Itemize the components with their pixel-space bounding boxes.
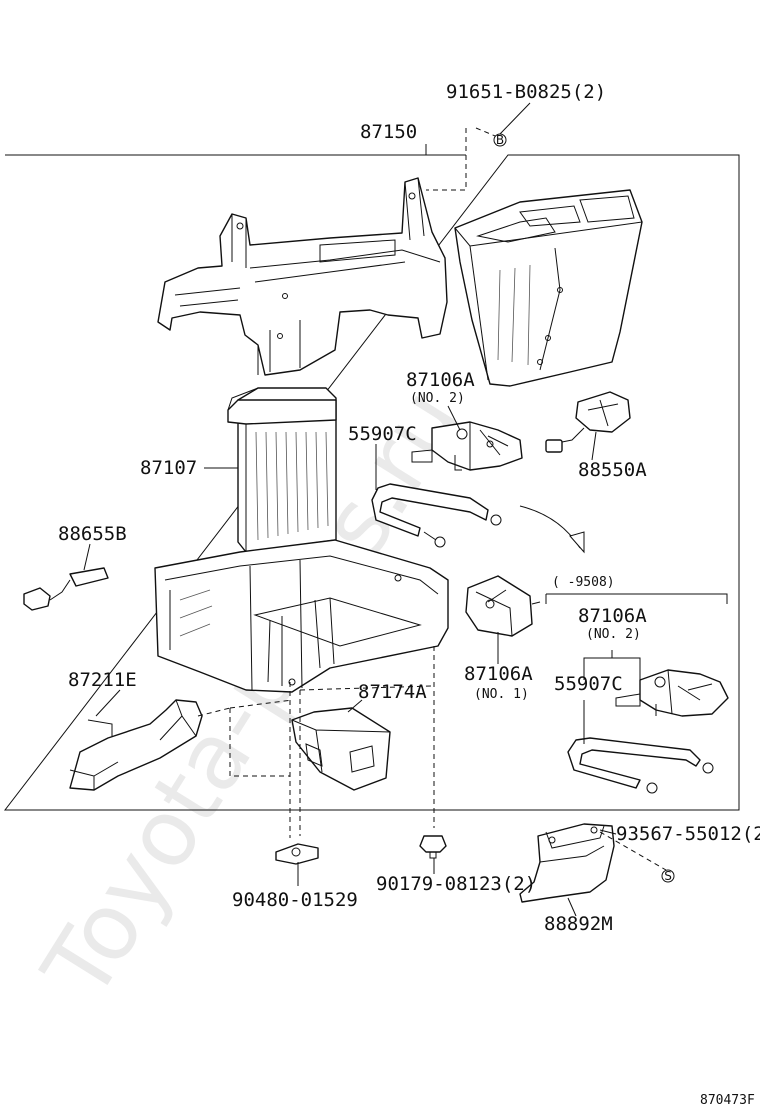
servo-motor-no2-top <box>411 421 523 471</box>
duct-87174a <box>291 707 391 791</box>
screw-90179 <box>419 835 447 859</box>
duct-87211e <box>69 699 231 791</box>
control-cable-variant <box>567 737 714 794</box>
screw-marker-s: S <box>664 869 672 883</box>
servo-motor-no1 <box>465 575 541 637</box>
label-87106a-top-sub: (NO. 2) <box>410 391 465 406</box>
label-87106a-no1: 87106A <box>464 663 533 685</box>
cover-88892m <box>519 823 615 903</box>
label-87106a-top: 87106A <box>406 369 475 391</box>
label-55907c-top: 55907C <box>348 423 417 445</box>
label-87107: 87107 <box>140 457 197 479</box>
label-88655b: 88655B <box>58 523 127 545</box>
label-93567-55012: 93567-55012(2) <box>616 823 760 845</box>
upper-duct-box <box>454 189 643 387</box>
label-91651-b0825: 91651-B0825(2) <box>446 81 606 103</box>
label-55907c-variant: 55907C <box>554 673 623 695</box>
lower-case <box>154 539 449 693</box>
label-87174a: 87174A <box>358 681 427 703</box>
bolt-marker-b: B <box>496 133 504 147</box>
upper-housing-case <box>157 177 448 376</box>
sensor-88655b <box>23 567 109 611</box>
label-87211e: 87211E <box>68 669 137 691</box>
label-88550a: 88550A <box>578 459 647 481</box>
sensor-88550a <box>545 391 631 453</box>
label-90480-01529: 90480-01529 <box>232 889 358 911</box>
servo-motor-no2-variant <box>615 669 729 717</box>
clip-90480 <box>275 843 319 865</box>
label-87150: 87150 <box>360 121 417 143</box>
control-cable-top <box>371 483 502 548</box>
label-88892m: 88892M <box>544 913 613 935</box>
label-variant-range: ( -9508) <box>552 575 615 590</box>
diagram-code: 870473F <box>700 1093 755 1108</box>
label-90179-08123: 90179-08123(2) <box>376 873 536 895</box>
label-87106a-variant: 87106A <box>578 605 647 627</box>
label-87106a-no1-sub: (NO. 1) <box>474 687 529 702</box>
label-87106a-variant-sub: (NO. 2) <box>586 627 641 642</box>
